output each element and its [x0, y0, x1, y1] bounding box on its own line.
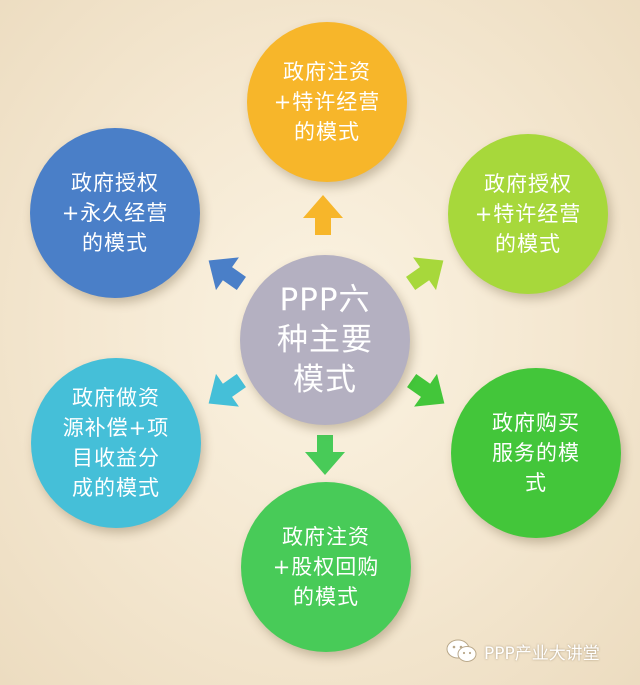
node-lower-right-label: 政府购买 服务的模 式 [492, 411, 580, 495]
arrow-lower-left [208, 373, 246, 407]
watermark-text: PPP产业大讲堂 [484, 643, 600, 664]
arrow-up [303, 195, 343, 235]
arrow-down [305, 435, 345, 475]
center-node-label: PPP六 种主要 模式 [277, 282, 373, 398]
node-lower-right: 政府购买 服务的模 式 [451, 368, 621, 538]
arrow-upper-right [406, 257, 444, 291]
arrow-lower-right [407, 373, 445, 407]
node-upper-left: 政府授权 +永久经营 的模式 [30, 128, 200, 298]
node-lower-left-label: 政府做资 源补偿+项 目收益分 成的模式 [62, 386, 170, 500]
node-bottom-label: 政府注资 +股权回购 的模式 [272, 525, 380, 609]
arrow-upper-left [208, 257, 246, 291]
watermark: PPP产业大讲堂 [446, 636, 636, 666]
node-top: 政府注资 +特许经营 的模式 [247, 22, 407, 182]
node-bottom: 政府注资 +股权回购 的模式 [241, 482, 411, 652]
node-upper-right-label: 政府授权 +特许经营 的模式 [474, 172, 582, 256]
node-upper-right: 政府授权 +特许经营 的模式 [448, 134, 608, 294]
node-top-label: 政府注资 +特许经营 的模式 [273, 60, 381, 144]
wechat-icon [446, 639, 477, 662]
node-lower-left: 政府做资 源补偿+项 目收益分 成的模式 [31, 358, 201, 528]
center-node: PPP六 种主要 模式 [240, 255, 410, 425]
node-upper-left-label: 政府授权 +永久经营 的模式 [61, 171, 169, 255]
